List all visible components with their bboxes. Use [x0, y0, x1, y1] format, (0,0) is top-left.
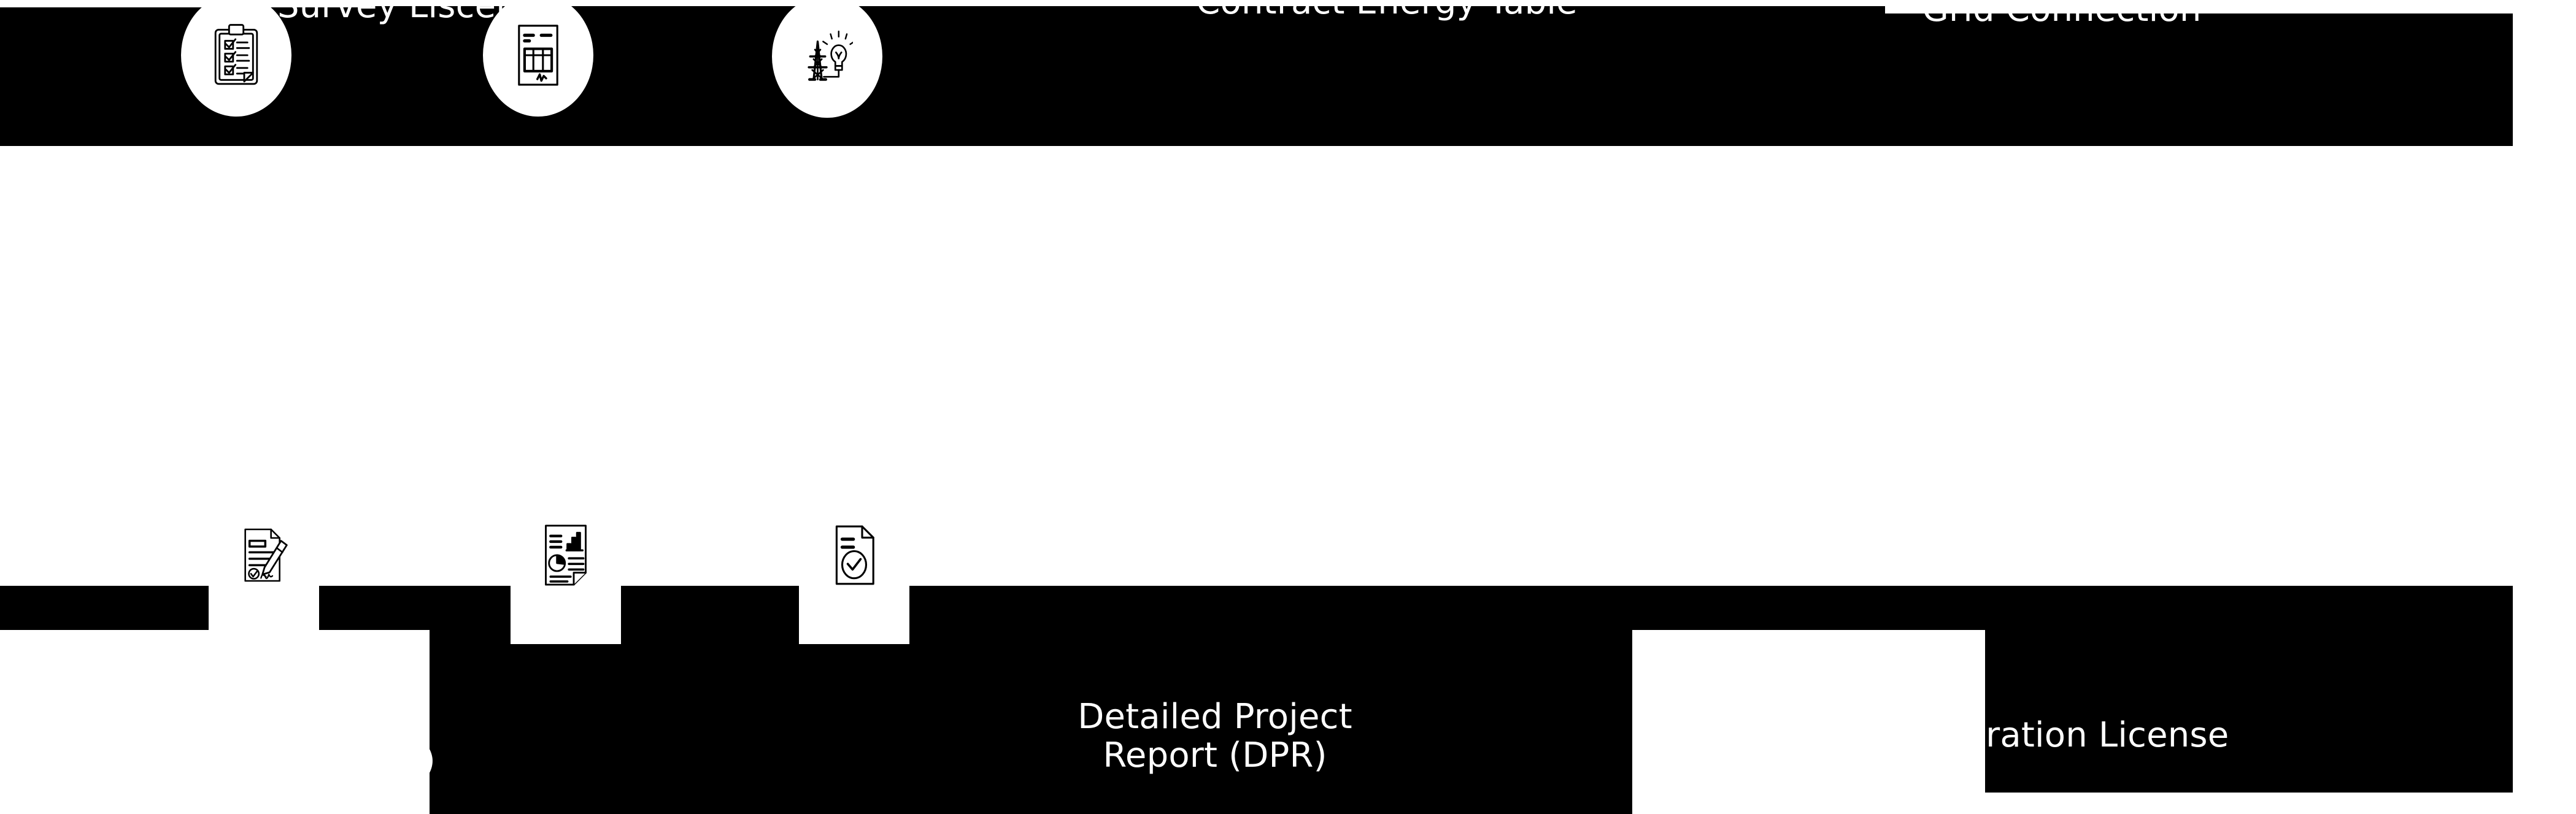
transmission-tower-bulb-icon	[801, 25, 853, 88]
step-icon-badge-survey-liscense[interactable]	[181, 0, 291, 117]
report-charts-icon	[540, 523, 592, 587]
step-icon-badge-generation-license[interactable]	[799, 494, 909, 616]
step-icon-badge-ppa[interactable]	[209, 494, 319, 616]
clipboard-checklist-icon	[210, 23, 262, 87]
generation-license-label-block	[1985, 630, 2513, 793]
dpr-label-block	[1209, 630, 1632, 814]
step-icon-badge-grid-connection[interactable]	[772, 0, 882, 118]
signed-contract-pen-icon	[238, 523, 290, 587]
top-band-right-notch	[1885, 0, 2576, 13]
energy-table-document-icon	[512, 23, 564, 87]
ppa-label-block	[430, 630, 1209, 814]
step-icon-badge-dpr[interactable]	[511, 494, 621, 616]
top-band	[0, 6, 2513, 146]
step-icon-badge-contract-energy-table[interactable]	[483, 0, 593, 117]
verified-document-icon	[828, 523, 880, 587]
top-band-left-notch	[0, 0, 371, 7]
bottom-band	[0, 586, 2513, 630]
